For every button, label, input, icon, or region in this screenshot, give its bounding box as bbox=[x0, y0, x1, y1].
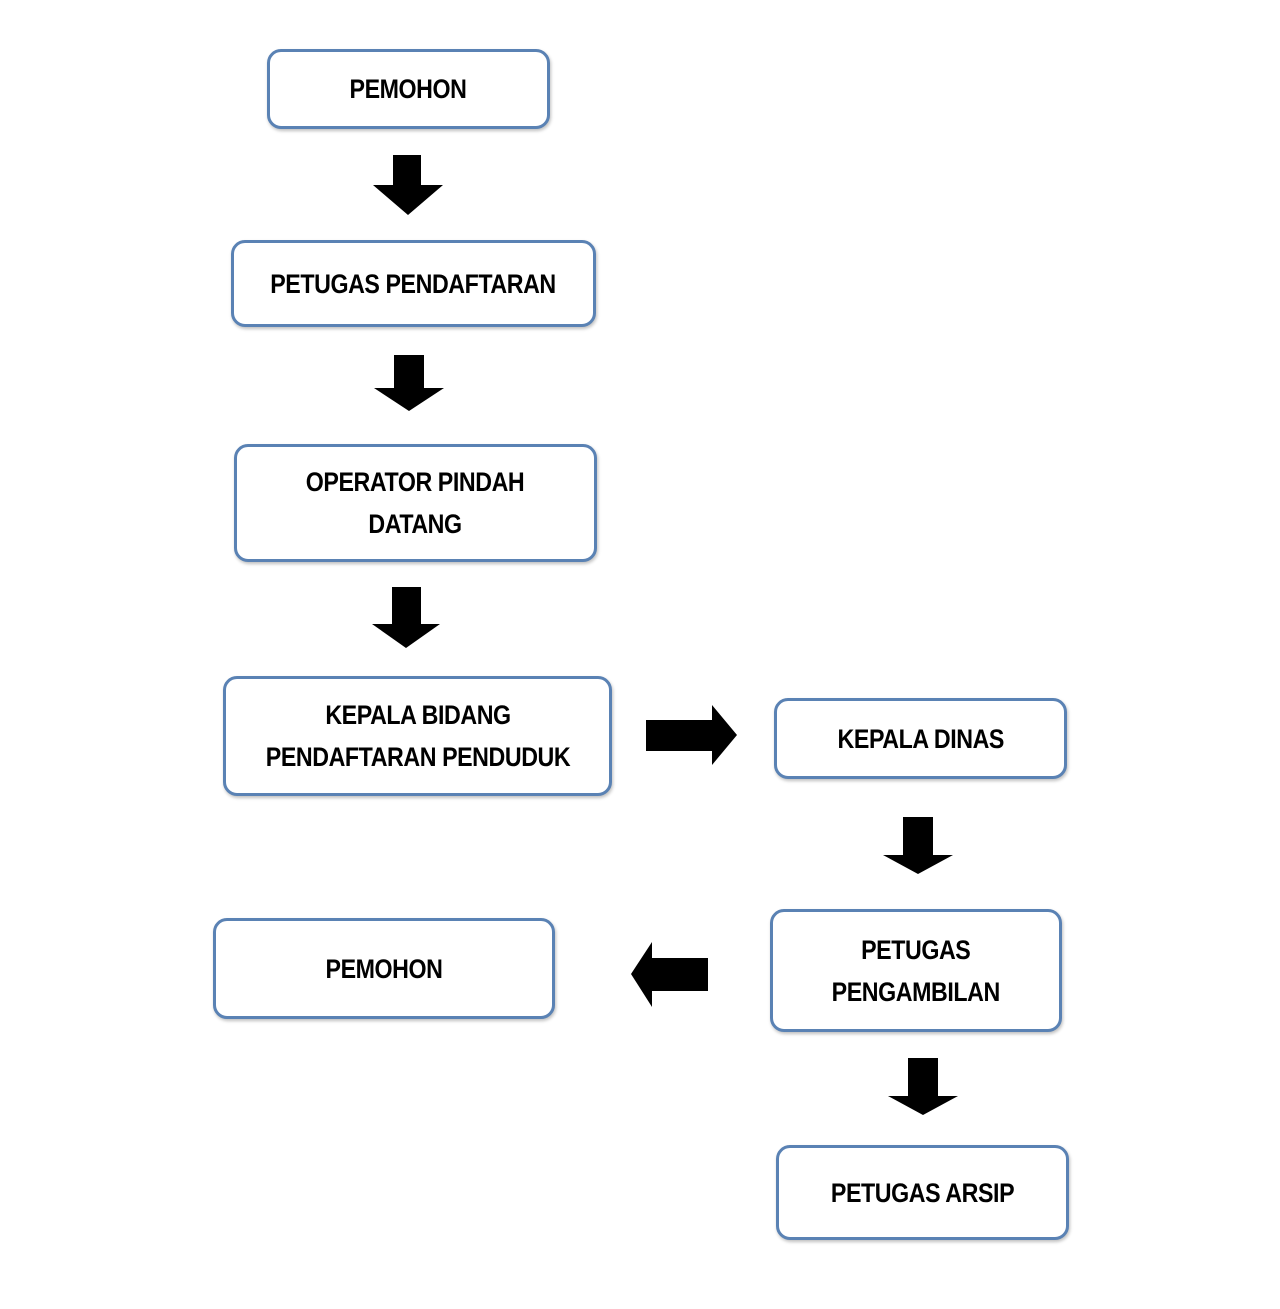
arrow-down-icon bbox=[881, 817, 955, 876]
node-label: OPERATOR PINDAH DATANG bbox=[306, 467, 525, 539]
node-pemohon-start: PEMOHON bbox=[267, 49, 550, 129]
node-label: PETUGAS PENDAFTARAN bbox=[270, 268, 557, 299]
arrow-down-icon bbox=[370, 587, 442, 650]
arrow-down-icon bbox=[371, 155, 445, 217]
arrow-right-icon bbox=[646, 703, 739, 767]
node-label: PEMOHON bbox=[350, 74, 467, 104]
arrow-down-icon bbox=[886, 1058, 960, 1117]
node-petugas-pendaftaran: PETUGAS PENDAFTARAN bbox=[231, 240, 596, 327]
node-pemohon-end: PEMOHON bbox=[213, 918, 555, 1019]
arrow-left-icon bbox=[629, 940, 709, 1010]
node-kepala-bidang: KEPALA BIDANG PENDAFTARAN PENDUDUK bbox=[223, 676, 612, 796]
node-label: PETUGAS PENGAMBILAN bbox=[831, 934, 1001, 1007]
node-label: KEPALA BIDANG PENDAFTARAN PENDUDUK bbox=[265, 700, 570, 772]
node-label: PETUGAS ARSIP bbox=[830, 1177, 1015, 1208]
node-operator-pindah-datang: OPERATOR PINDAH DATANG bbox=[234, 444, 597, 562]
node-label: KEPALA DINAS bbox=[837, 723, 1004, 754]
node-petugas-pengambilan: PETUGAS PENGAMBILAN bbox=[770, 909, 1062, 1032]
arrow-down-icon bbox=[372, 355, 446, 413]
node-label: PEMOHON bbox=[325, 953, 443, 984]
node-petugas-arsip: PETUGAS ARSIP bbox=[776, 1145, 1069, 1240]
node-kepala-dinas: KEPALA DINAS bbox=[774, 698, 1067, 779]
